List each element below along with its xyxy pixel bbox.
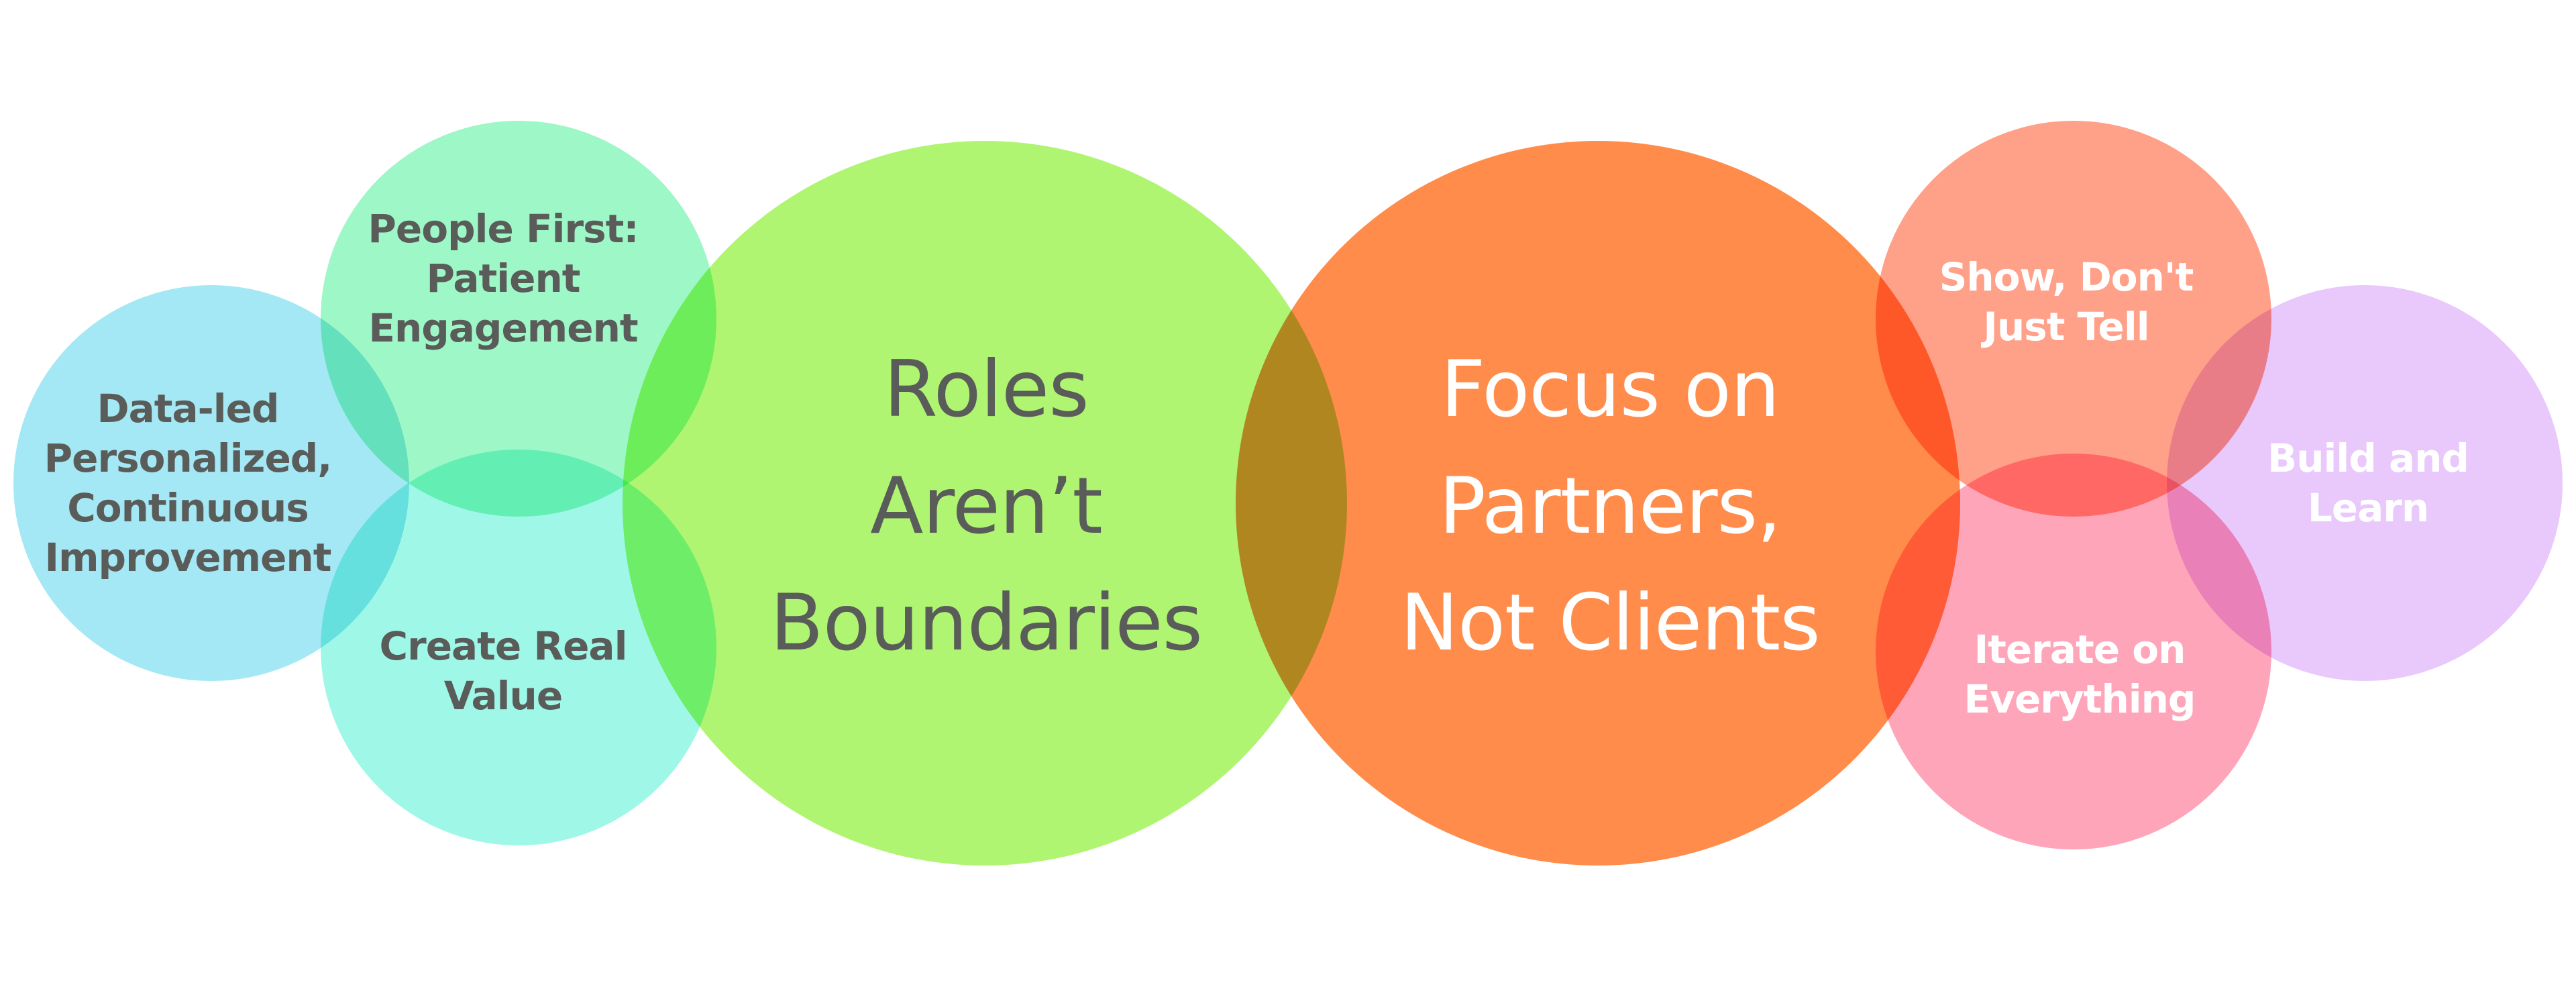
circle-roles: [623, 141, 1347, 866]
circle-build: [2167, 285, 2563, 681]
circle-focus: [1236, 141, 1960, 866]
